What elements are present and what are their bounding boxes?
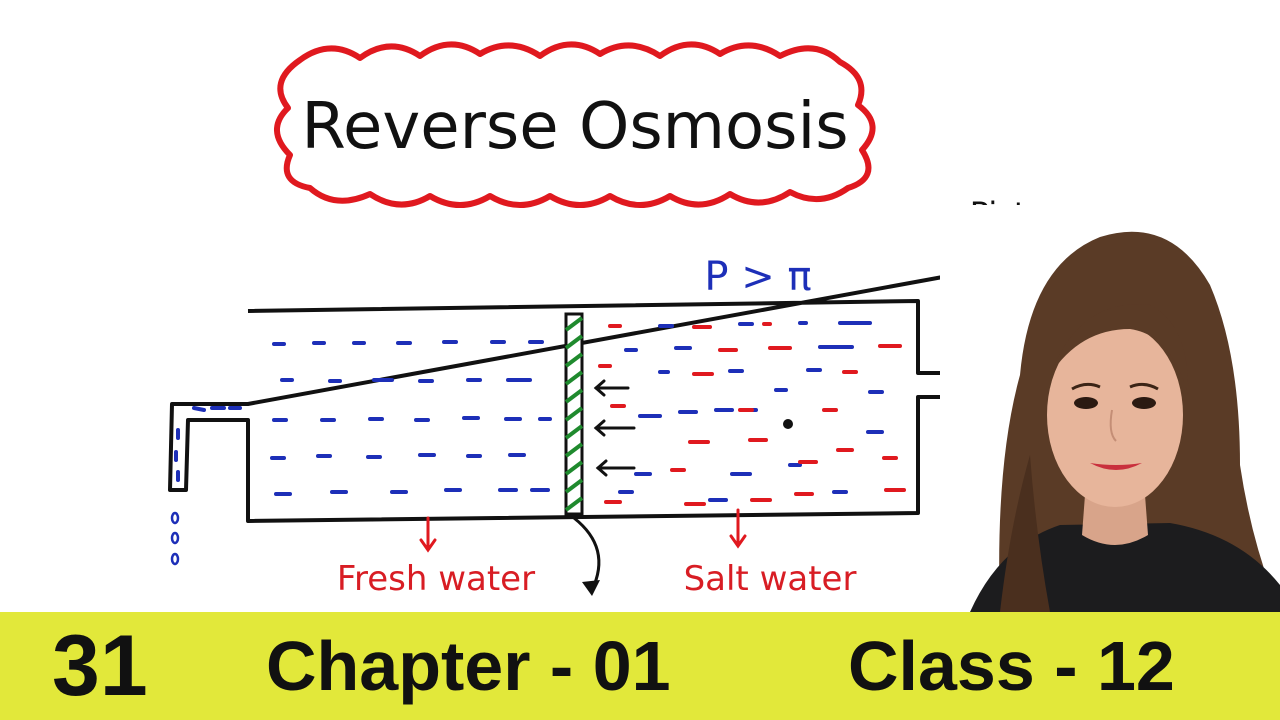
chapter-label: Chapter - 01 [266,627,671,705]
salt-particles [598,322,906,506]
episode-number: 31 [52,618,148,714]
fresh-water-molecules [174,340,552,496]
arrow-icon [419,508,747,553]
fresh-water-label: Fresh water [337,559,535,599]
arrow-icon [582,580,600,596]
bottom-banner: 31 Chapter - 01 Class - 12 [0,612,1280,720]
presenter-photo [940,205,1280,612]
water-drips [170,511,180,566]
arrow-icon [593,379,636,477]
title-text: Reverse Osmosis [301,90,848,164]
salt-water-water-molecules [618,321,884,502]
title-cloud-border [274,41,876,208]
salt-water-label: Salt water [684,559,857,599]
membrane-pointer [573,516,601,591]
class-label: Class - 12 [848,627,1175,705]
semipermeable-membrane [564,312,584,516]
pressure-relation: P > π [704,254,811,300]
salt-particle-dot [783,419,793,429]
